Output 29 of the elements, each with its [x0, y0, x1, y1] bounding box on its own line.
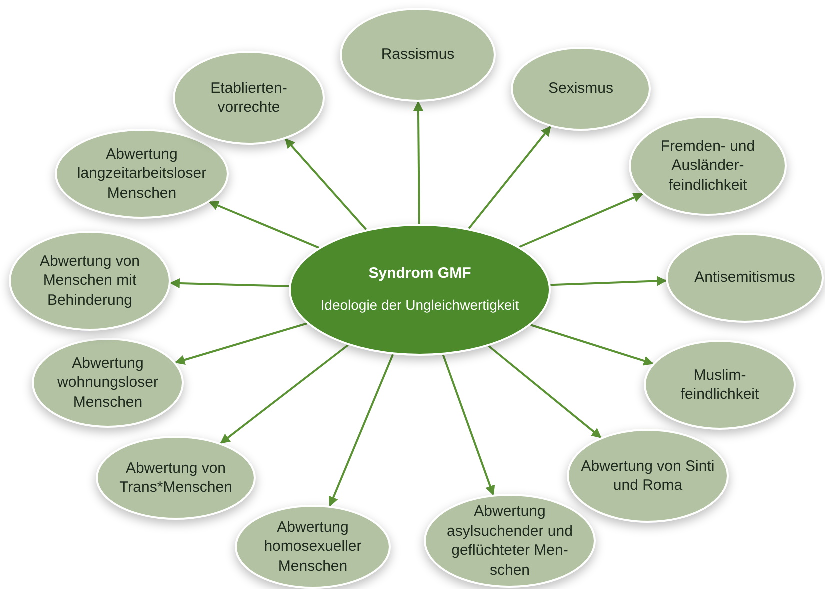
arrow — [530, 324, 654, 366]
ellipse-node — [32, 338, 184, 428]
node-label: Abwertung von Trans*Menschen — [118, 458, 234, 498]
node-label: Rassismus — [381, 45, 455, 65]
arrow — [442, 354, 496, 496]
arrow — [468, 126, 552, 230]
node-label: Abwertung langzeitarbeitsloser Menschen — [76, 144, 208, 204]
arrow — [174, 322, 308, 365]
arrow — [328, 354, 394, 507]
node-label: Etablierten- vorrechte — [210, 78, 288, 118]
node-label: Abwertung von Menschen mit Behinderung — [38, 252, 142, 310]
node-label: Abwertung von Sinti und Roma — [581, 456, 715, 496]
arrow — [208, 201, 320, 249]
node-label: Antisemitismus — [694, 268, 796, 288]
node-label: Abwertung homosexueller Menschen — [263, 518, 363, 576]
arrow — [220, 344, 349, 444]
arrow — [170, 278, 290, 288]
node-label: Sexismus — [548, 79, 614, 99]
node-label: Ideologie der Ungleichwertigkeit — [320, 296, 520, 315]
arrow — [550, 276, 668, 286]
arrow — [284, 138, 368, 230]
node-label: Fremden- und Ausländer- feindlichkeit — [660, 136, 756, 196]
node-label: Muslim- feindlichkeit — [680, 366, 760, 404]
node-label: Abwertung wohnungsloser Menschen — [56, 354, 160, 412]
arrow — [413, 101, 424, 224]
arrow — [488, 345, 602, 438]
node-label: Abwertung asylsuchender und geflüchteter Men- schen — [446, 502, 574, 580]
arrow — [519, 193, 644, 248]
node-title: Syndrom GMF — [368, 265, 472, 284]
